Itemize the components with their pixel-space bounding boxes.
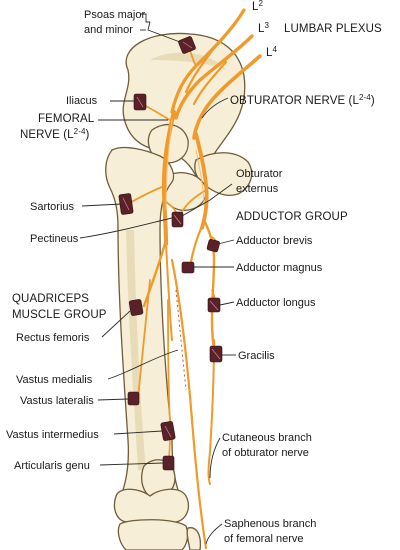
adductor-longus-label: Adductor longus <box>236 297 316 309</box>
gracilis-stump <box>209 345 223 363</box>
adductor-brevis-label: Adductor brevis <box>236 235 313 247</box>
femoral-condyles <box>113 488 190 523</box>
psoas-label-line2: and minor <box>84 24 133 36</box>
adductor-magnus-stump <box>181 261 195 274</box>
root-label-l2: L2 <box>252 0 264 13</box>
pectineus-label: Pectineus <box>30 233 79 245</box>
adductor-group-heading: ADDUCTOR GROUP <box>236 211 348 223</box>
nerves <box>127 8 262 550</box>
tibia-bone <box>117 519 189 550</box>
vastus-lateralis-stump <box>127 391 140 406</box>
articularis-genu-stump <box>162 455 175 471</box>
leader-lines <box>79 13 236 545</box>
psoas-label-line1: Psoas major <box>84 9 145 21</box>
saphenous-label-line1: Saphenous branch <box>224 518 316 530</box>
vastus-lateralis-label: Vastus lateralis <box>20 395 94 407</box>
femoral-quadriceps-branches <box>142 238 168 308</box>
labels: L2 L3 L4 LUMBAR PLEXUS Psoas major and m… <box>6 0 382 545</box>
cutaneous-obturator-label-line2: of obturator nerve <box>222 447 309 459</box>
iliacus-stump <box>133 93 147 111</box>
adductor-brevis-stump <box>206 239 220 253</box>
adductor-magnus-label: Adductor magnus <box>236 262 323 274</box>
lumbar-plexus-heading: LUMBAR PLEXUS <box>284 23 382 35</box>
saphenous-branch <box>170 258 208 550</box>
rectus-femoris-stump <box>128 299 144 316</box>
root-label-l4: L4 <box>266 45 278 59</box>
l3-root-nerve <box>174 34 254 120</box>
femoral-nerve-heading-line2: NERVE (L2-4) <box>20 127 90 141</box>
root-label-l3: L3 <box>258 21 270 35</box>
fibula-bone <box>186 527 202 550</box>
quadriceps-heading-line1: QUADRICEPS <box>12 293 89 305</box>
pectineus-stump <box>171 211 184 228</box>
sartorius-label: Sartorius <box>30 201 75 213</box>
obturator-nerve-trunk <box>194 132 209 230</box>
femoral-nerve-trunk <box>161 109 177 247</box>
sartorius-stump <box>118 193 134 215</box>
obturator-cutaneous-branch <box>207 339 215 485</box>
vastus-intermedius-stump <box>160 421 176 441</box>
femoral-nerve-heading-line1: FEMORAL <box>38 113 95 125</box>
gracilis-label: Gracilis <box>238 350 275 362</box>
saphenous-label-line2: of femoral nerve <box>224 533 303 545</box>
vastus-intermedius-label: Vastus intermedius <box>6 429 99 441</box>
psoas-stump <box>178 36 196 54</box>
rectus-femoris-label: Rectus femoris <box>16 332 90 344</box>
obturator-externus-label-line1: Obturator <box>236 168 283 180</box>
obturator-nerve-heading: OBTURATOR NERVE (L2-4) <box>230 93 375 107</box>
cutaneous-obturator-label-line1: Cutaneous branch <box>222 432 312 444</box>
quadriceps-heading-line2: MUSCLE GROUP <box>12 309 107 321</box>
l4-root-nerve <box>192 54 262 140</box>
obturator-externus-label-line2: externus <box>236 183 279 195</box>
vastus-medialis-label: Vastus medialis <box>16 374 93 386</box>
iliacus-label: Iliacus <box>66 95 98 107</box>
articularis-genu-label: Articularis genu <box>14 460 90 472</box>
adductor-longus-stump <box>207 297 221 313</box>
